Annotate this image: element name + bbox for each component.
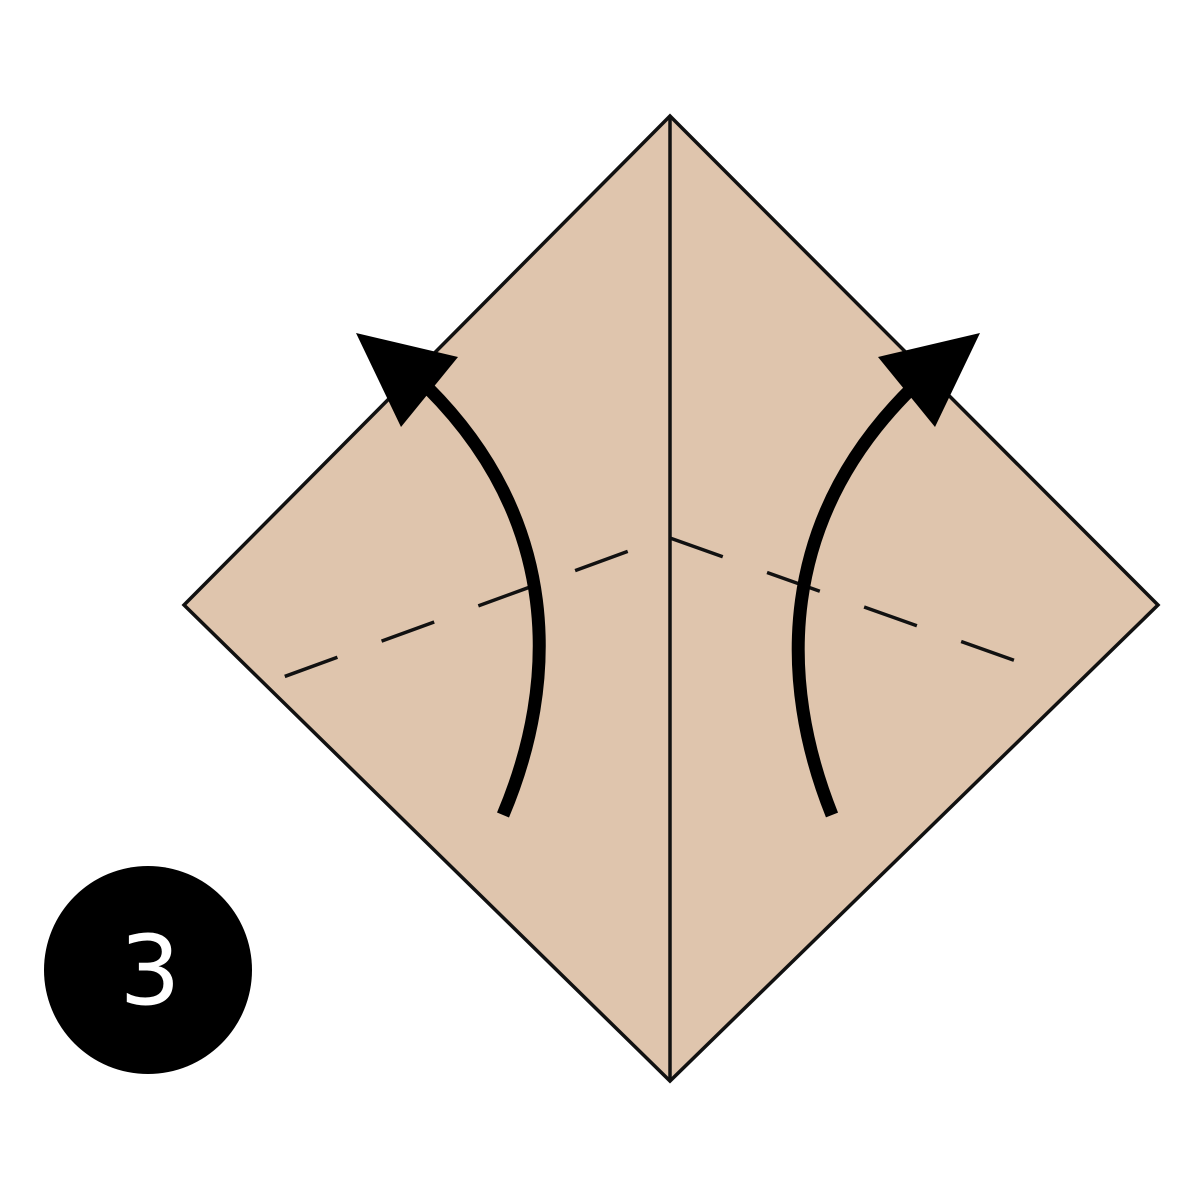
- step-number-text: 3: [119, 915, 180, 1027]
- step-badge-circle: [44, 866, 252, 1074]
- left-fold-arrow-icon: [356, 333, 546, 818]
- right-fold-arrow-icon: [791, 333, 980, 818]
- step-number-badge: 3: [44, 866, 252, 1074]
- left-fold-dashed-line: [263, 534, 671, 686]
- right-fold-dashed-line: [669, 536, 1034, 669]
